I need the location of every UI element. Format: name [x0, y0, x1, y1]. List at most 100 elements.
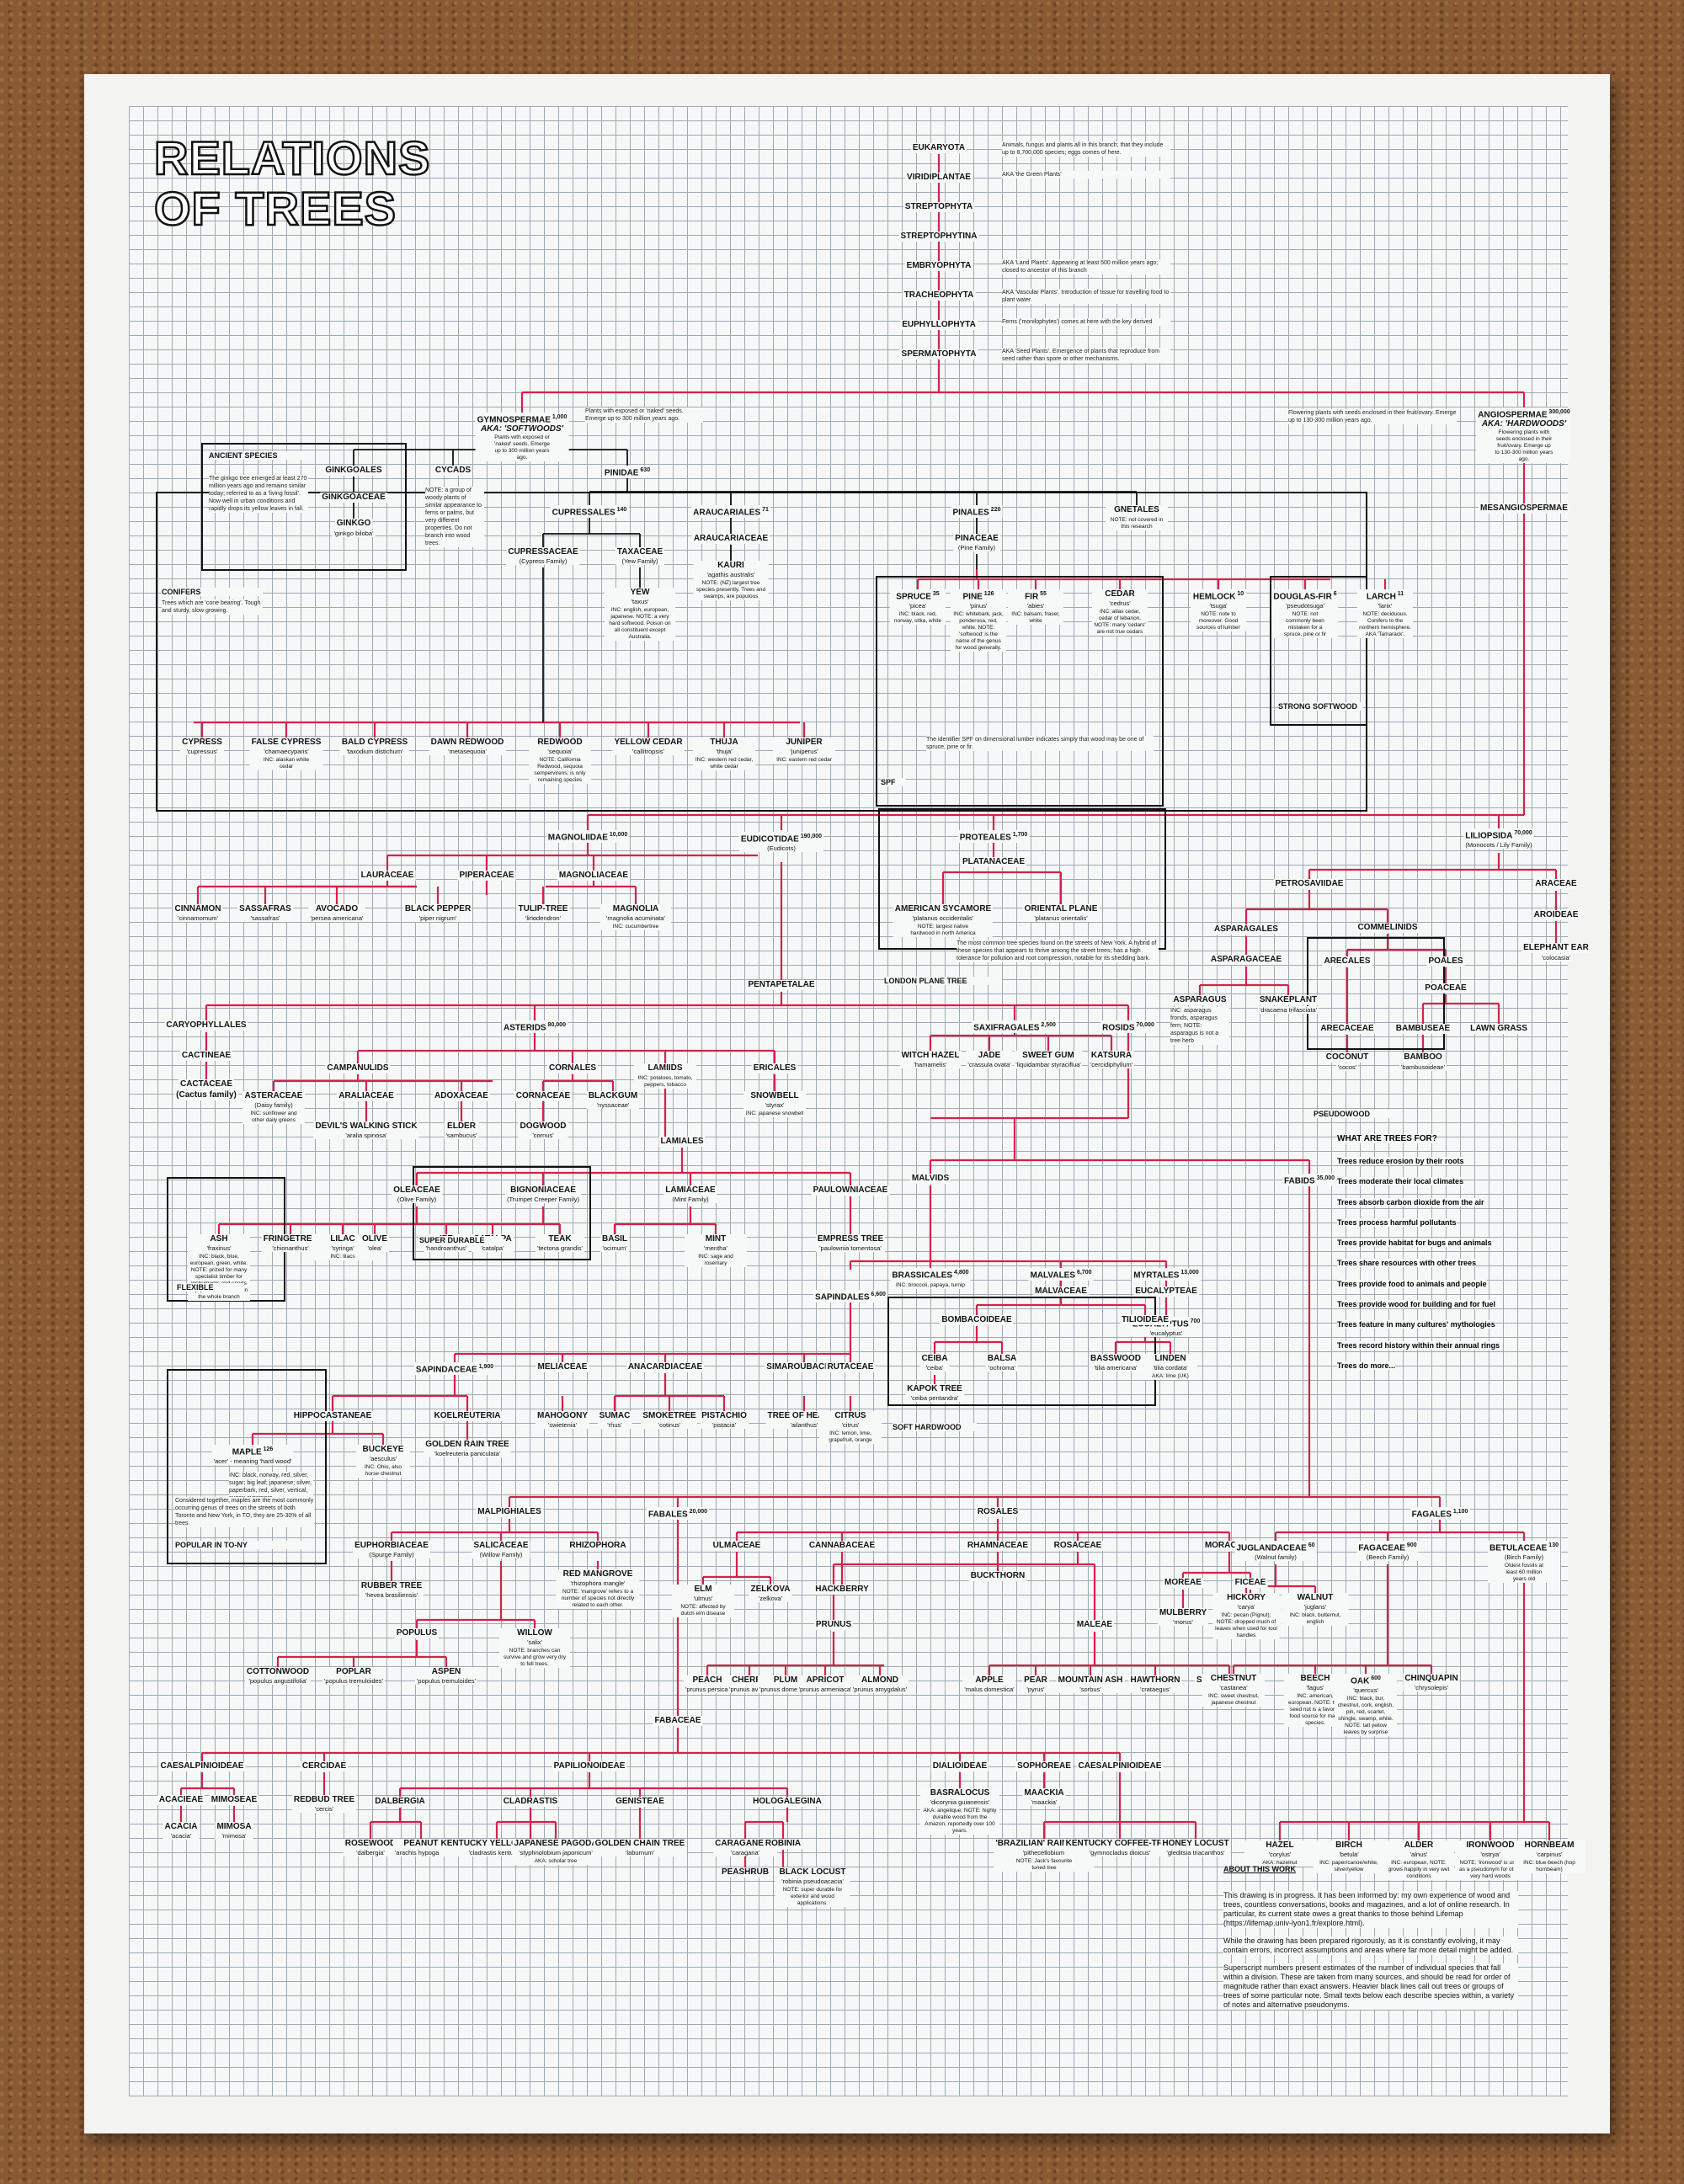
species-count: 35 — [930, 591, 940, 597]
node-subtitle: 'fraxinus' — [206, 1244, 232, 1252]
node-ficeae: FICEAE — [1233, 1578, 1268, 1588]
node-name: BRASSICALES — [892, 1270, 953, 1281]
node-smoketree: SMOKETREE'cotinus' — [641, 1411, 698, 1429]
node-mimosa: MIMOSA'mimosa' — [215, 1822, 253, 1840]
node-bald-cypress: BALD CYPRESS'taxodium distichum' — [339, 738, 410, 755]
node-name: TILIOIDEAE — [1121, 1315, 1170, 1324]
node-subtitle: 'chrysolepis' — [1414, 1684, 1449, 1691]
node-name: REDWOOD — [537, 738, 583, 747]
why-reason: Trees absorb carbon dioxide from the air — [1337, 1197, 1531, 1218]
tree-lines — [179, 154, 1558, 1867]
conifers-box — [156, 492, 882, 812]
node-note: INC: eastern red cedar — [776, 757, 832, 763]
node-name: TAXACEAE — [616, 547, 663, 557]
why-reason-text: Trees provide food to animals and people — [1337, 1279, 1487, 1288]
node-sweet-gum: SWEET GUM'liquidambar styraciflua' — [1014, 1051, 1083, 1068]
node-name: BALSA — [987, 1354, 1017, 1363]
node-subtitle: (Spurge Family) — [369, 1551, 414, 1558]
node-name: ASH — [210, 1234, 228, 1244]
node-hornbeam: HORNBEAM'carpinus'INC: blue-beech (hop h… — [1514, 1840, 1585, 1873]
node-mimoseae: MIMOSEAE — [209, 1795, 259, 1805]
species-count: 70,000 — [1134, 1022, 1154, 1028]
node-streptophyta: STREPTOPHYTA — [903, 202, 975, 212]
node-name: LILAC — [330, 1234, 355, 1244]
why-reason: Trees process harmful pollutants — [1337, 1217, 1531, 1238]
node-bamboo: BAMBOO — [1402, 1052, 1444, 1063]
node-subtitle: 'mimosa' — [221, 1832, 247, 1840]
node-kapok-tree: KAPOK TREE'ceiba pentandra' — [905, 1384, 964, 1402]
why-reason: Trees provide wood for building and for … — [1337, 1300, 1531, 1320]
node-subtitle: 'gymnocladus dioicus' — [1089, 1849, 1151, 1856]
node-subtitle: (Trumpet Creeper Family) — [507, 1196, 579, 1203]
about-paragraph-1: This drawing is in progress. It has been… — [1223, 1891, 1518, 1928]
node-birch: BIRCH'betula'INC: paper/canoe/white, sil… — [1314, 1840, 1384, 1873]
node-name: 'BRAZILIAN' RAIN TREE — [995, 1839, 1093, 1848]
node-name: APPLE — [975, 1675, 1004, 1685]
node-name: CUPRESSACEAE — [508, 547, 578, 557]
node-ceiba: CEIBA'ceiba' — [919, 1354, 950, 1372]
node-magnolia: MAGNOLIA'magnolia acuminata'INC: cucumbe… — [600, 904, 671, 930]
node-mahogony: MAHOGONY'swietenia' — [536, 1411, 589, 1429]
node-rosaceae: ROSACEAE — [1052, 1541, 1104, 1551]
node-name: JADE — [978, 1051, 1001, 1060]
node-note: INC: paper/canoe/white, silver/yellow — [1319, 1860, 1378, 1872]
node-cupressaceae: CUPRESSACEAE(Cypress Family) — [506, 547, 580, 565]
node-name: GINKGO — [336, 519, 371, 528]
node-platanaceae: PLATANACEAE — [960, 857, 1027, 867]
node-name: ASPARAGUS — [1173, 995, 1227, 1004]
node-name: AROIDEAE — [1533, 910, 1579, 919]
node-brazilian-rain-tree: 'BRAZILIAN' RAIN TREE'pithecellobium'NOT… — [994, 1839, 1095, 1872]
node-apricot: APRICOT'prunus armeniaca' — [797, 1675, 854, 1693]
node-note: NOTE: affected by dutch elm disease — [680, 1604, 726, 1617]
node-note: INC: sweet chestnut, japanese chestnut — [1208, 1693, 1259, 1706]
why-reason-text: Trees do more... — [1337, 1361, 1396, 1370]
node-juglandaceae: JUGLANDACEAE 60(Walnut family) — [1234, 1541, 1317, 1562]
node-streptophytina: STREPTOPHYTINA — [898, 232, 979, 242]
node-name: PINIDAE — [604, 468, 639, 478]
node-subtitle: 'taxodium distichum' — [346, 748, 403, 755]
node-spruce: SPRUCE 35'picea'INC: black, red, norway,… — [890, 589, 946, 626]
node-subtitle: 'carpinus' — [1536, 1851, 1563, 1858]
node-name: RED MANGROVE — [562, 1569, 633, 1579]
node-name: FAGALES — [1411, 1510, 1452, 1520]
species-count: 13,000 — [1179, 1270, 1199, 1276]
node-name: HIPPOCASTANEAE — [293, 1411, 372, 1420]
node-pinaceae: PINACEAE(Pine Family) — [953, 534, 1000, 551]
node-name: ANACARDIACEAE — [627, 1362, 703, 1372]
node-eudicotidae: EUDICOTIDAE 190,000(Eudicots) — [738, 832, 824, 853]
node-name: ELEPHANT EAR — [1523, 943, 1589, 952]
node-subtitle: 'handroanthus' — [425, 1244, 467, 1252]
node-subtitle: 'tsuga' — [1209, 602, 1228, 610]
node-arecaceae: ARECACEAE — [1319, 1024, 1376, 1034]
node-chestnut: CHESTNUT'castanea'INC: sweet chestnut, j… — [1202, 1674, 1265, 1707]
node-name: ULMACEAE — [712, 1541, 761, 1550]
node-name: BALD CYPRESS — [341, 738, 408, 747]
node-maleae: MALEAE — [1074, 1620, 1115, 1630]
node-cactineae: CACTINEAE — [179, 1051, 233, 1061]
node-subtitle: 'metasequoia' — [448, 748, 487, 755]
node-subtitle: 'paulownia tomentosa' — [819, 1244, 882, 1252]
node-name: VIRIDIPLANTAE — [907, 173, 971, 182]
species-count: 11 — [1395, 591, 1404, 597]
angio-note: Flowering plants with seeds enclosed in … — [1288, 409, 1457, 424]
node-subtitle: 'cladrastis kentukea' — [468, 1849, 525, 1856]
soft-hardwood-label: SOFT HARDWOOD — [893, 1423, 977, 1431]
species-count: 126 — [261, 1446, 274, 1452]
node-caraganeae: CARAGANEAE'caragana' — [713, 1839, 777, 1856]
node-name: GINKGOACEAE — [322, 493, 386, 502]
node-cypress: CYPRESS'cupressus' — [180, 738, 224, 755]
node-note: INC: sunflower and other daily greens — [250, 1111, 297, 1123]
node-name: LINDEN — [1154, 1354, 1186, 1363]
node-paulowniaceae: PAULOWNIACEAE — [811, 1185, 890, 1196]
ancient-species-text: The ginkgo tree emerged at least 270 mil… — [209, 475, 308, 513]
node-name: FABACEAE — [654, 1716, 701, 1725]
snakeplant-subtitle: 'dracaena trifasciata' — [1259, 1006, 1318, 1014]
lineage-note: AKA 'Vascular Plants'. Introduction of t… — [1002, 289, 1170, 304]
node-name: CORNALES — [548, 1063, 597, 1073]
node-subtitle: 'juniperus' — [790, 748, 818, 755]
super-durable-label: SUPER DURABLE — [419, 1236, 504, 1244]
node-name: ALMOND — [861, 1675, 898, 1685]
node-name: SMOKETREE — [642, 1411, 696, 1420]
node-redbud-tree: REDBUD TREE'cercis' — [291, 1795, 357, 1813]
